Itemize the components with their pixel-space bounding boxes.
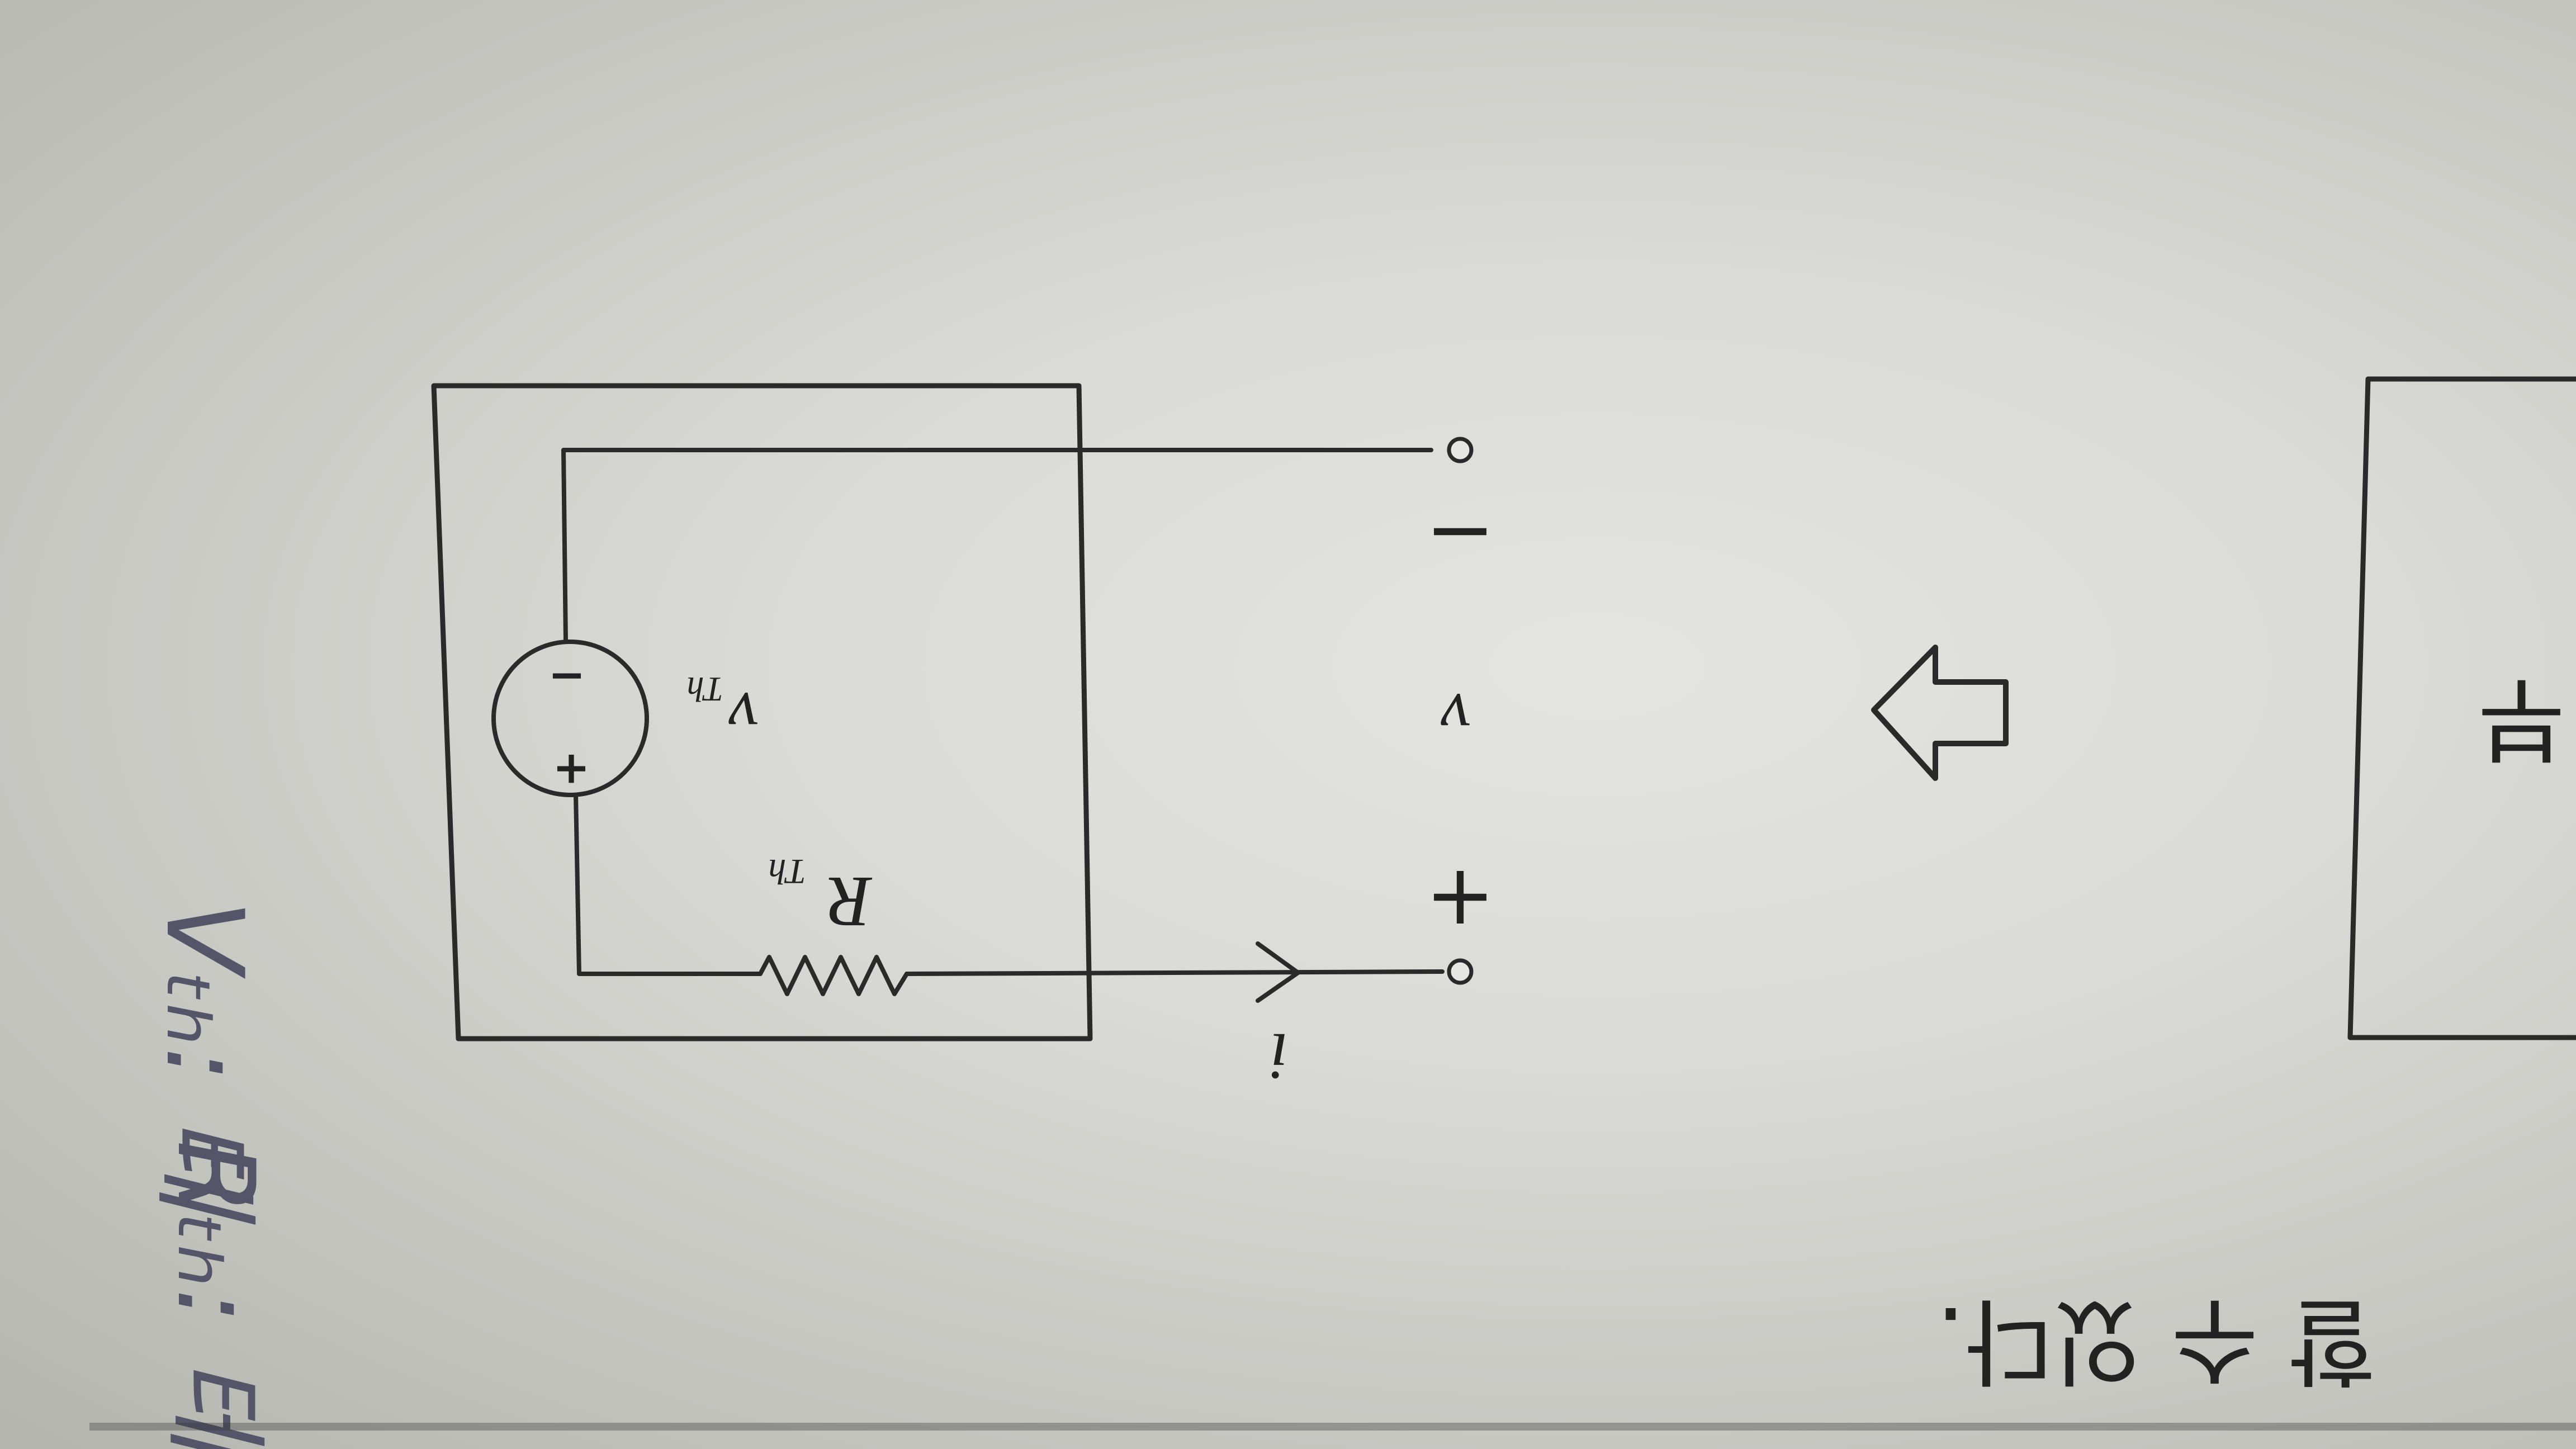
source-minus-group: − — [548, 651, 585, 703]
hollow-arrow-left-icon — [1871, 645, 2009, 781]
source-label: v — [728, 679, 759, 753]
resistor-label: R — [827, 861, 872, 942]
source-label-group: v Th — [687, 670, 759, 753]
wire-left — [574, 793, 763, 976]
current-arrow-icon — [1256, 941, 1300, 1003]
current-label: i — [1270, 1020, 1288, 1094]
bottom-text: 할 수 있다. — [1935, 1285, 2376, 1396]
current-label-group: i — [1270, 1020, 1288, 1094]
source-plus-sign: + — [552, 744, 590, 796]
terminal-minus-node — [1447, 437, 1474, 463]
terminal-plus-node — [1447, 958, 1474, 985]
voltage-source-vth — [491, 640, 649, 797]
source-plus-group: + — [552, 744, 590, 796]
wire-top — [561, 448, 1433, 644]
terminal-plus-sign: + — [1425, 851, 1495, 948]
bottom-text-group: 할 수 있다. — [1935, 1285, 2376, 1396]
wire-bottom — [905, 969, 1445, 976]
terminal-minus-sign: − — [1425, 485, 1495, 583]
note-rth: Rₜₕ: 테 — [154, 1140, 277, 1449]
resistor-label-group: R Th — [768, 852, 872, 942]
note-vth-group: Vₜₕ: 테 — [143, 900, 266, 1225]
terminal-minus-group: − — [1425, 485, 1495, 583]
cutoff-text-strip — [89, 1423, 2576, 1431]
resistor-subscript: Th — [768, 852, 806, 892]
source-minus-sign: − — [548, 651, 585, 703]
note-rth-group: Rₜₕ: 테 — [154, 1140, 277, 1449]
note-vth: Vₜₕ: 테 — [143, 900, 266, 1225]
right-box-glyph-group: 부 — [2478, 665, 2565, 775]
right-box — [2347, 376, 2576, 1040]
voltage-label-group: v — [1441, 680, 1471, 754]
source-subscript: Th — [687, 670, 723, 708]
terminal-plus-group: + — [1425, 851, 1495, 948]
voltage-label: v — [1441, 680, 1471, 754]
resistor-rth — [758, 955, 909, 996]
thevenin-box — [431, 383, 1093, 1041]
right-box-glyph: 부 — [2478, 665, 2565, 775]
